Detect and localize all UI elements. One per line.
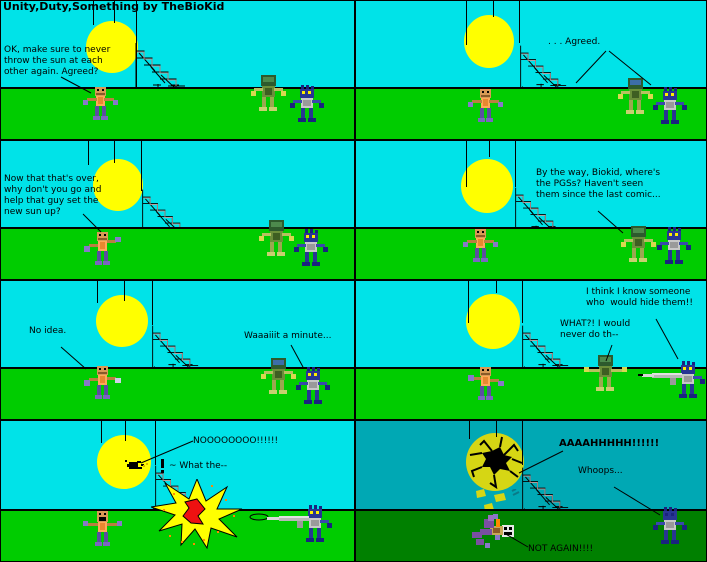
comic-title: Unity,Duty,Something by TheBioKid xyxy=(3,0,225,13)
sun-wire xyxy=(114,1,115,23)
sun-wire xyxy=(88,141,89,165)
sun xyxy=(93,159,143,211)
character-blue xyxy=(290,85,324,122)
dialogue-leader-line xyxy=(503,532,529,548)
sun-wire xyxy=(493,1,494,17)
character-orange-hero xyxy=(83,87,118,120)
character-green-soldier xyxy=(261,358,296,394)
sun-wire xyxy=(97,281,98,303)
sun-wire xyxy=(141,141,142,191)
character-blue xyxy=(653,87,687,124)
dialogue-leader-line xyxy=(605,344,613,362)
sun-wire xyxy=(466,141,467,187)
sun-wire xyxy=(466,1,467,45)
sun-wire xyxy=(522,421,523,465)
comic-panel-5: No idea. Waaaiiit a minute... xyxy=(1,281,354,419)
exclamation-mark xyxy=(161,459,164,473)
sun-wire xyxy=(125,421,126,441)
dialogue-leader-line xyxy=(655,318,679,360)
character-green-soldier xyxy=(251,75,286,111)
sun-wire xyxy=(124,281,125,301)
dialogue-bubble: Waaaiiit a minute... xyxy=(244,331,332,341)
sun-wire xyxy=(93,1,94,25)
explosion xyxy=(151,479,243,549)
character-blue-with-gun xyxy=(638,361,705,398)
dialogue-leader-line xyxy=(60,346,87,370)
dialogue-leader-line xyxy=(518,450,564,474)
dialogue-bubble: I think I know someone who would hide th… xyxy=(586,287,694,308)
character-blue xyxy=(296,367,330,404)
sun-wire xyxy=(519,1,520,43)
dialogue-bubble: AAAAHHHHH!!!!!! xyxy=(559,438,660,449)
sun-wire xyxy=(469,421,470,439)
figure-hit-by-sun xyxy=(125,460,148,469)
comic-panel-4: By the way, Biokid, where's the PGSs? Ha… xyxy=(356,141,706,279)
dialogue-bubble: NOOOOOOOO!!!!!! xyxy=(193,436,279,446)
staircase xyxy=(517,45,567,91)
dialogue-bubble: . . . Agreed. xyxy=(548,37,601,47)
character-blue xyxy=(657,227,691,264)
dialogue-leader-line xyxy=(60,76,92,94)
character-blue xyxy=(653,507,687,544)
dialogue-bubble: NOT AGAIN!!!! xyxy=(528,544,594,554)
sun-wire xyxy=(515,141,516,187)
sun-wire xyxy=(152,281,153,325)
dialogue-bubble: WHAT?! I would never do th-- xyxy=(560,319,631,340)
sun-wire xyxy=(496,281,497,293)
dialogue-leader-line xyxy=(140,440,194,464)
character-orange-hero xyxy=(468,367,504,400)
sun xyxy=(86,21,138,73)
ground xyxy=(1,87,354,139)
character-green-soldier xyxy=(584,355,627,391)
ground xyxy=(356,227,706,279)
character-blue xyxy=(294,229,328,266)
dialogue-leader-line xyxy=(575,50,652,86)
ground xyxy=(1,227,354,279)
comic-panel-1: OK, make sure to never throw the sun at … xyxy=(1,1,354,139)
dialogue-bubble: No idea. xyxy=(29,326,67,336)
sun xyxy=(464,15,514,68)
comic-panel-8: AAAAHHHHH!!!!!! Whoops... NOT AGAIN!!!! xyxy=(356,421,706,561)
sun-debris xyxy=(476,489,520,512)
sun xyxy=(97,435,151,489)
character-green-soldier xyxy=(259,220,294,256)
dialogue-bubble: Whoops... xyxy=(578,466,623,476)
sun xyxy=(96,295,148,347)
dialogue-leader-line xyxy=(613,486,661,516)
staircase xyxy=(133,43,185,91)
dialogue-bubble: ~ What the-- xyxy=(169,461,228,471)
sun-wire xyxy=(468,281,469,323)
character-green-soldier xyxy=(618,78,653,114)
sun-wire xyxy=(114,141,115,163)
sun xyxy=(461,159,513,213)
staircase xyxy=(149,325,199,371)
ground xyxy=(356,509,706,561)
sun-wire xyxy=(522,281,523,323)
character-orange-hero xyxy=(468,89,503,122)
dialogue-bubble: Now that that's over, why don't you go a… xyxy=(4,174,102,217)
character-orange-hero xyxy=(84,366,121,399)
sun-wire xyxy=(489,141,490,157)
comic-panel-6: I think I know someone who would hide th… xyxy=(356,281,706,419)
ground xyxy=(356,87,706,139)
dialogue-leader-line xyxy=(290,344,304,368)
character-blue-with-gun xyxy=(267,505,332,542)
sun-wire xyxy=(101,421,102,443)
character-orange-hero xyxy=(84,232,121,265)
character-orange-hero xyxy=(463,229,498,262)
sun-crack xyxy=(469,436,523,490)
sun-wire xyxy=(155,421,156,465)
comic-panel-7: NOOOOOOOO!!!!!! ~ What the-- xyxy=(1,421,354,561)
sun xyxy=(466,294,520,349)
dialogue-bubble: By the way, Biokid, where's the PGSs? Ha… xyxy=(536,168,661,200)
dialogue-bubble: OK, make sure to never throw the sun at … xyxy=(4,45,111,77)
character-green-soldier xyxy=(621,226,656,262)
character-orange-hero-shocked xyxy=(83,511,122,546)
sun-wire xyxy=(496,421,497,437)
comic-panel-2: . . . Agreed. xyxy=(356,1,706,139)
dialogue-leader-line xyxy=(82,213,102,233)
comic-panel-3: Now that that's over, why don't you go a… xyxy=(1,141,354,279)
dialogue-leader-line xyxy=(597,210,624,234)
